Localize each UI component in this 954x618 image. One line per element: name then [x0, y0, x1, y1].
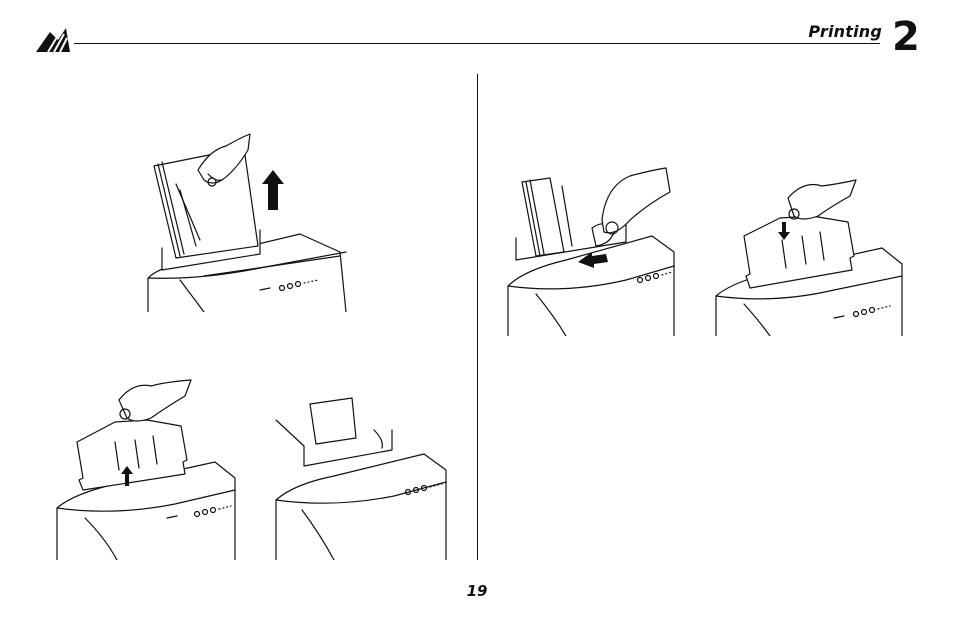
brand-logo-icon	[36, 26, 70, 54]
header-rule	[74, 43, 880, 44]
slide-guide-illustration	[506, 166, 676, 336]
fan-paper-illustration	[140, 130, 360, 312]
support-extended-illustration	[274, 390, 448, 560]
section-title: Printing	[808, 22, 882, 41]
page-number: 19	[0, 582, 954, 600]
chapter-number: 2	[892, 14, 920, 60]
raise-support-illustration	[55, 378, 237, 560]
lower-support-illustration	[714, 178, 904, 336]
column-divider	[477, 74, 478, 560]
